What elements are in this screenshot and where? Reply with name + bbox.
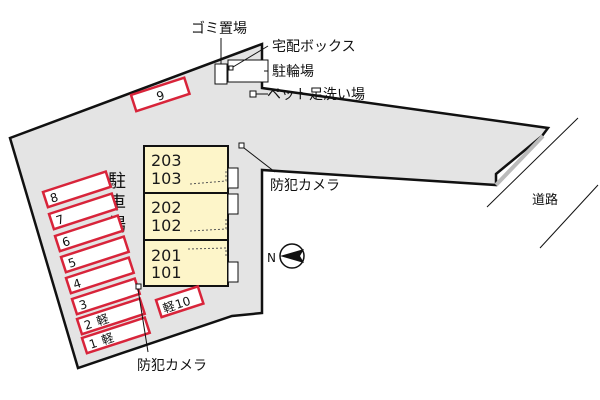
parking-space-number: 8 <box>48 190 60 206</box>
parking-space-number: 1 <box>87 336 99 352</box>
parking-space: 10軽 <box>154 284 205 319</box>
bicycle-label: 駐輪場 <box>272 63 314 80</box>
security-camera-bottom: 防犯カメラ <box>135 283 207 374</box>
camera-icon <box>238 142 245 149</box>
parking-space-box <box>75 297 147 336</box>
parking-space: 6 <box>53 214 125 253</box>
parking-space-note: 軽 <box>95 312 111 329</box>
parking-space-number: 6 <box>60 234 72 250</box>
parking-space-box <box>154 284 205 319</box>
north-label: N <box>267 251 276 265</box>
pet-wash-label: ペット足洗い場 <box>267 87 365 103</box>
parking-space-box <box>129 76 192 113</box>
unit-upper: 201 <box>151 246 182 265</box>
parking-space-number: 5 <box>66 255 78 271</box>
security-camera-top: 防犯カメラ <box>238 142 340 194</box>
road: 道路 <box>486 117 599 249</box>
parking-space-number: 10 <box>173 294 192 312</box>
camera-icon <box>135 283 142 290</box>
parking-space-number: 4 <box>71 276 83 292</box>
parking-space: 7 <box>47 192 119 231</box>
camera-label: 防犯カメラ <box>270 178 340 194</box>
delivery-box <box>228 65 234 71</box>
delivery-box-label: 宅配ボックス <box>272 39 356 55</box>
parking-space: 9 <box>129 76 192 113</box>
parking-space-box <box>64 256 136 295</box>
parking-space-box <box>41 170 113 209</box>
svg-text:駐: 駐 <box>108 171 126 192</box>
parking-space-box <box>59 235 131 274</box>
building-outline <box>143 145 229 287</box>
parking-space-note: 軽 <box>100 331 116 348</box>
parking-space: 8 <box>41 170 113 209</box>
north-arrow: N <box>267 243 305 269</box>
parking-space-box <box>47 192 119 231</box>
camera-label: 防犯カメラ <box>137 358 207 374</box>
building: 203 103 202 102 201 101 <box>143 145 239 287</box>
unit-upper: 202 <box>151 198 182 217</box>
parking-space-number: 2 <box>82 317 94 333</box>
garbage-area <box>214 63 228 85</box>
unit-lower: 102 <box>151 216 182 235</box>
unit-lower: 101 <box>151 263 182 282</box>
garbage-label: ゴミ置場 <box>191 20 247 37</box>
parking-space-box <box>80 316 152 355</box>
unit-upper: 203 <box>151 151 182 170</box>
parking-space: 4 <box>64 256 136 295</box>
parking-space-number: 3 <box>77 297 89 313</box>
parking-space-box <box>53 214 125 253</box>
bicycle-area <box>227 59 269 83</box>
road-label: 道路 <box>532 192 558 208</box>
unit-lower: 103 <box>151 169 182 188</box>
parking-space-note: 軽 <box>161 299 177 316</box>
pet-wash-area <box>249 90 257 98</box>
service-area: ゴミ置場 宅配ボックス 駐輪場 ペット足洗い場 <box>191 20 365 103</box>
parking-space: 5 <box>59 235 131 274</box>
parking-space-number: 7 <box>54 212 66 228</box>
parking-space-number: 9 <box>155 88 167 104</box>
